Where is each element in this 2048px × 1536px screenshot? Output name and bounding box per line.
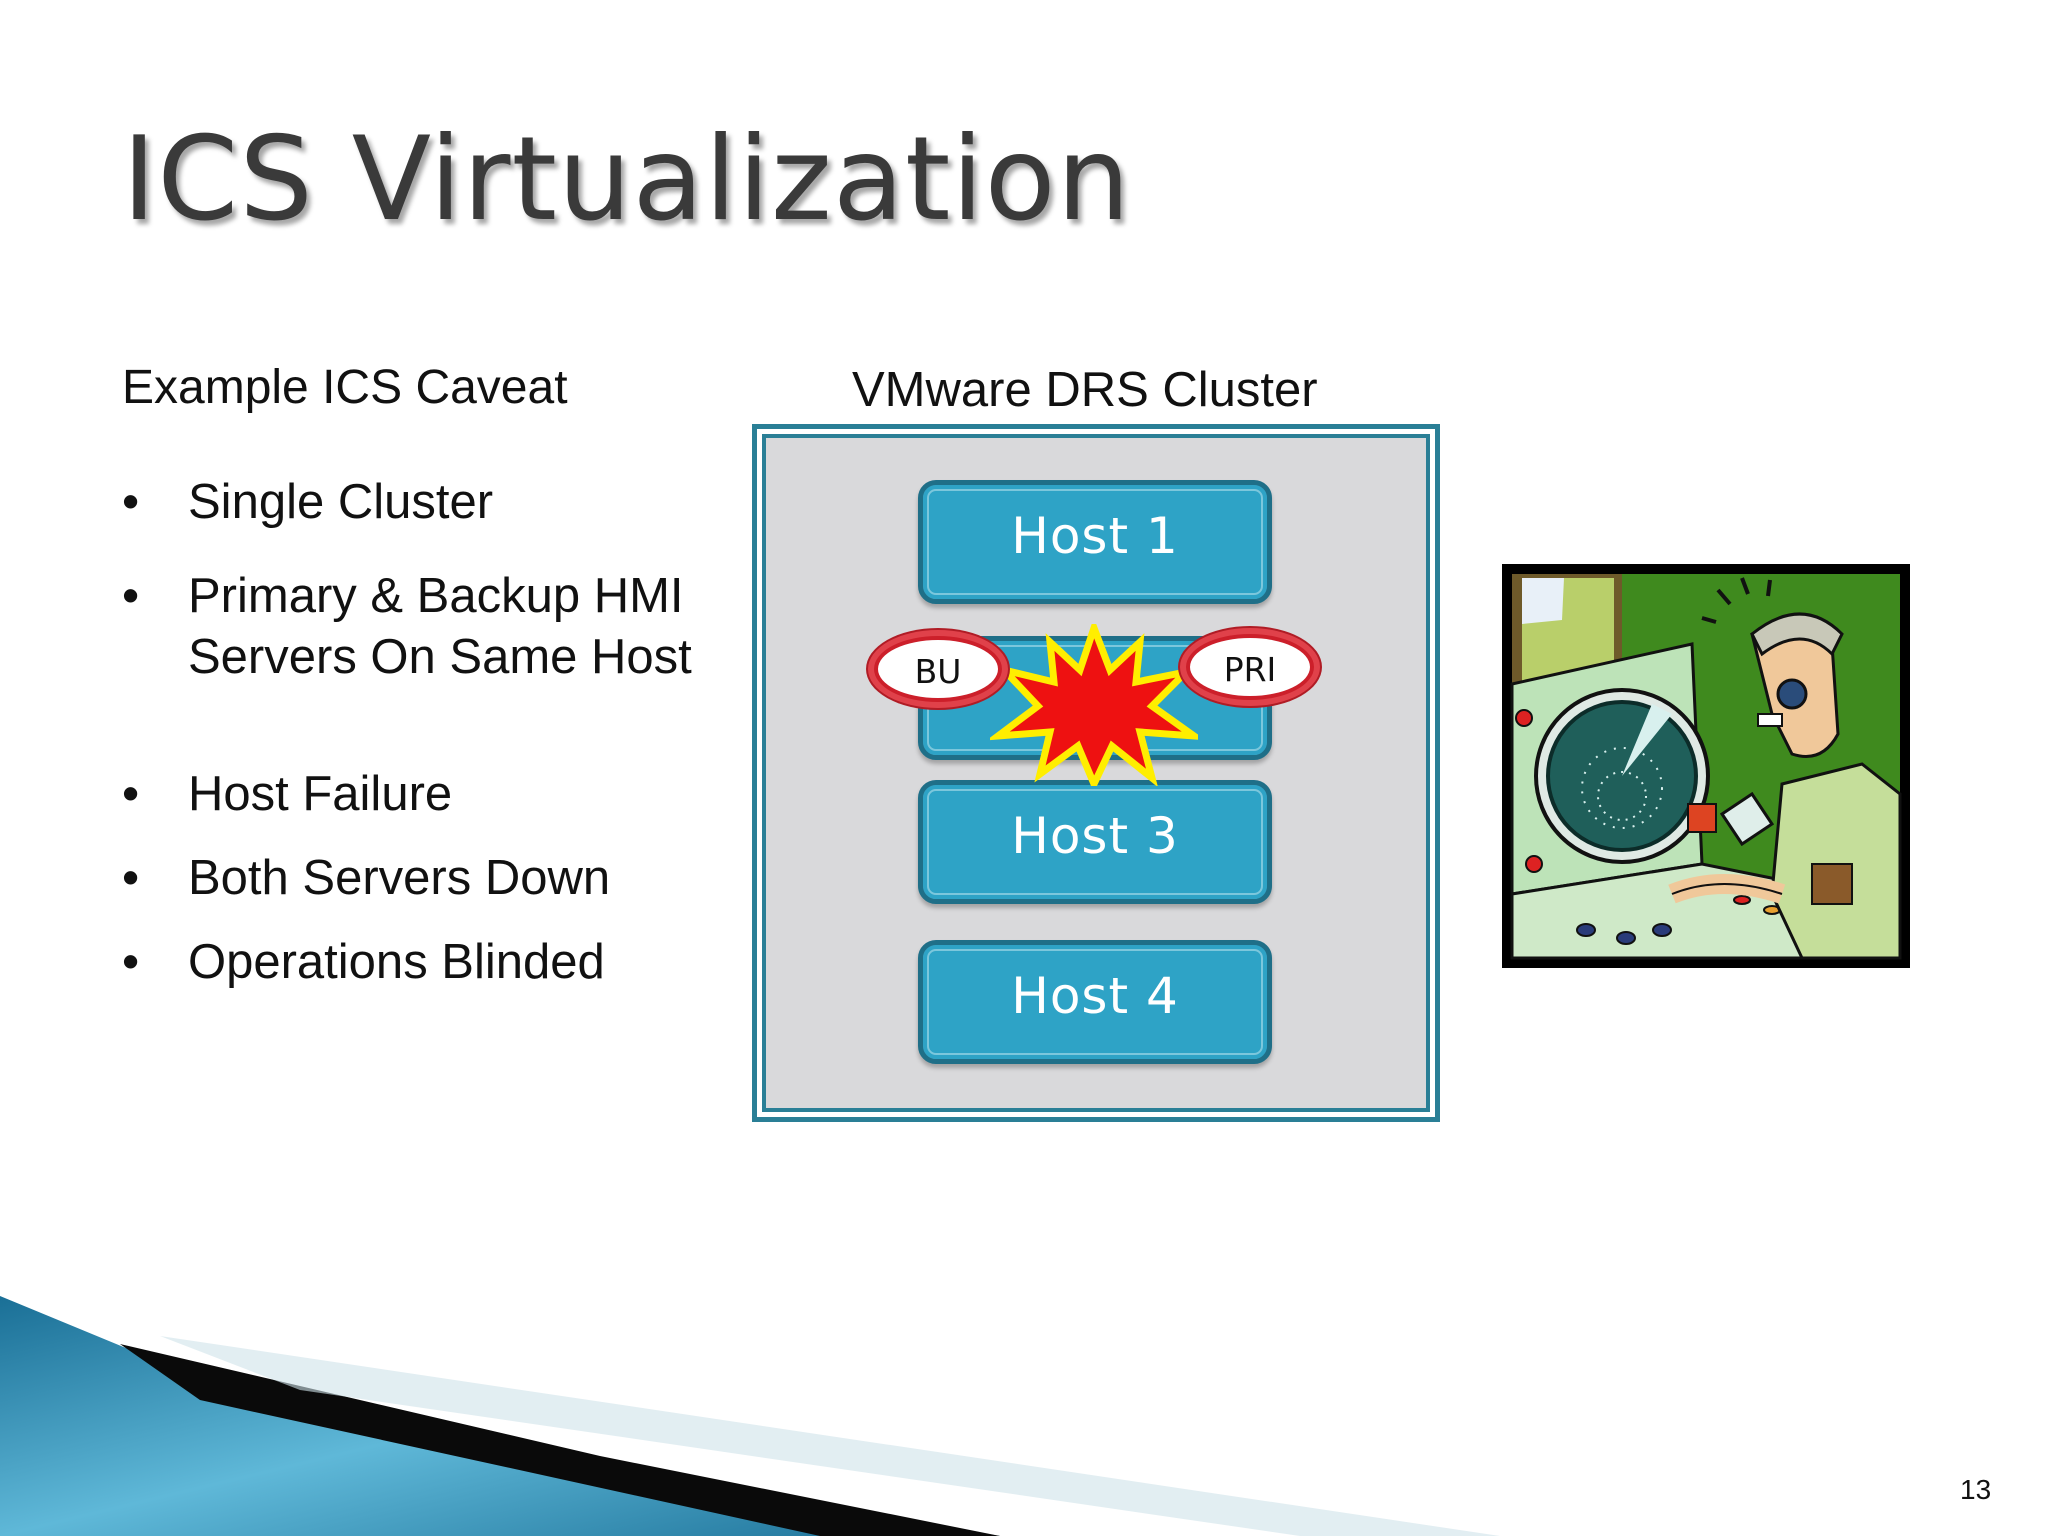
host-label: Host 4 [1011,967,1179,1025]
bullet-text: Both Servers Down [188,851,611,905]
bullet-text: Host Failure [188,767,453,821]
bullet-glyph: • [122,851,140,905]
bullet-glyph: • [122,767,140,821]
host-label: Host 3 [1011,807,1179,865]
bullet-text: Primary & Backup HMI Servers On Same Hos… [188,569,692,684]
primary-server-label: PRI [1223,650,1277,689]
backup-server-badge: BU [874,636,1002,702]
bullet-glyph: • [122,569,140,623]
radar-operator-clipart [1502,564,1910,968]
host-box: Host 3 [918,780,1272,904]
host-box: Host 1 [918,480,1272,604]
slide-title: ICS Virtualization [122,112,1132,247]
primary-server-badge: PRI [1186,634,1314,700]
bullet-glyph: • [122,475,140,529]
bullet-glyph: • [122,935,140,989]
decorative-swoosh [0,1296,1500,1536]
page-number: 13 [1960,1474,1992,1505]
bullet-text: Single Cluster [188,475,494,529]
host-box: Host 4 [918,940,1272,1064]
host-label: Host 1 [1011,507,1179,565]
backup-server-label: BU [914,652,962,691]
cluster-title: VMware DRS Cluster [852,363,1318,417]
bullet-text: Operations Blinded [188,935,605,989]
caveat-heading: Example ICS Caveat [122,361,568,414]
explosion-burst-icon [990,624,1198,786]
